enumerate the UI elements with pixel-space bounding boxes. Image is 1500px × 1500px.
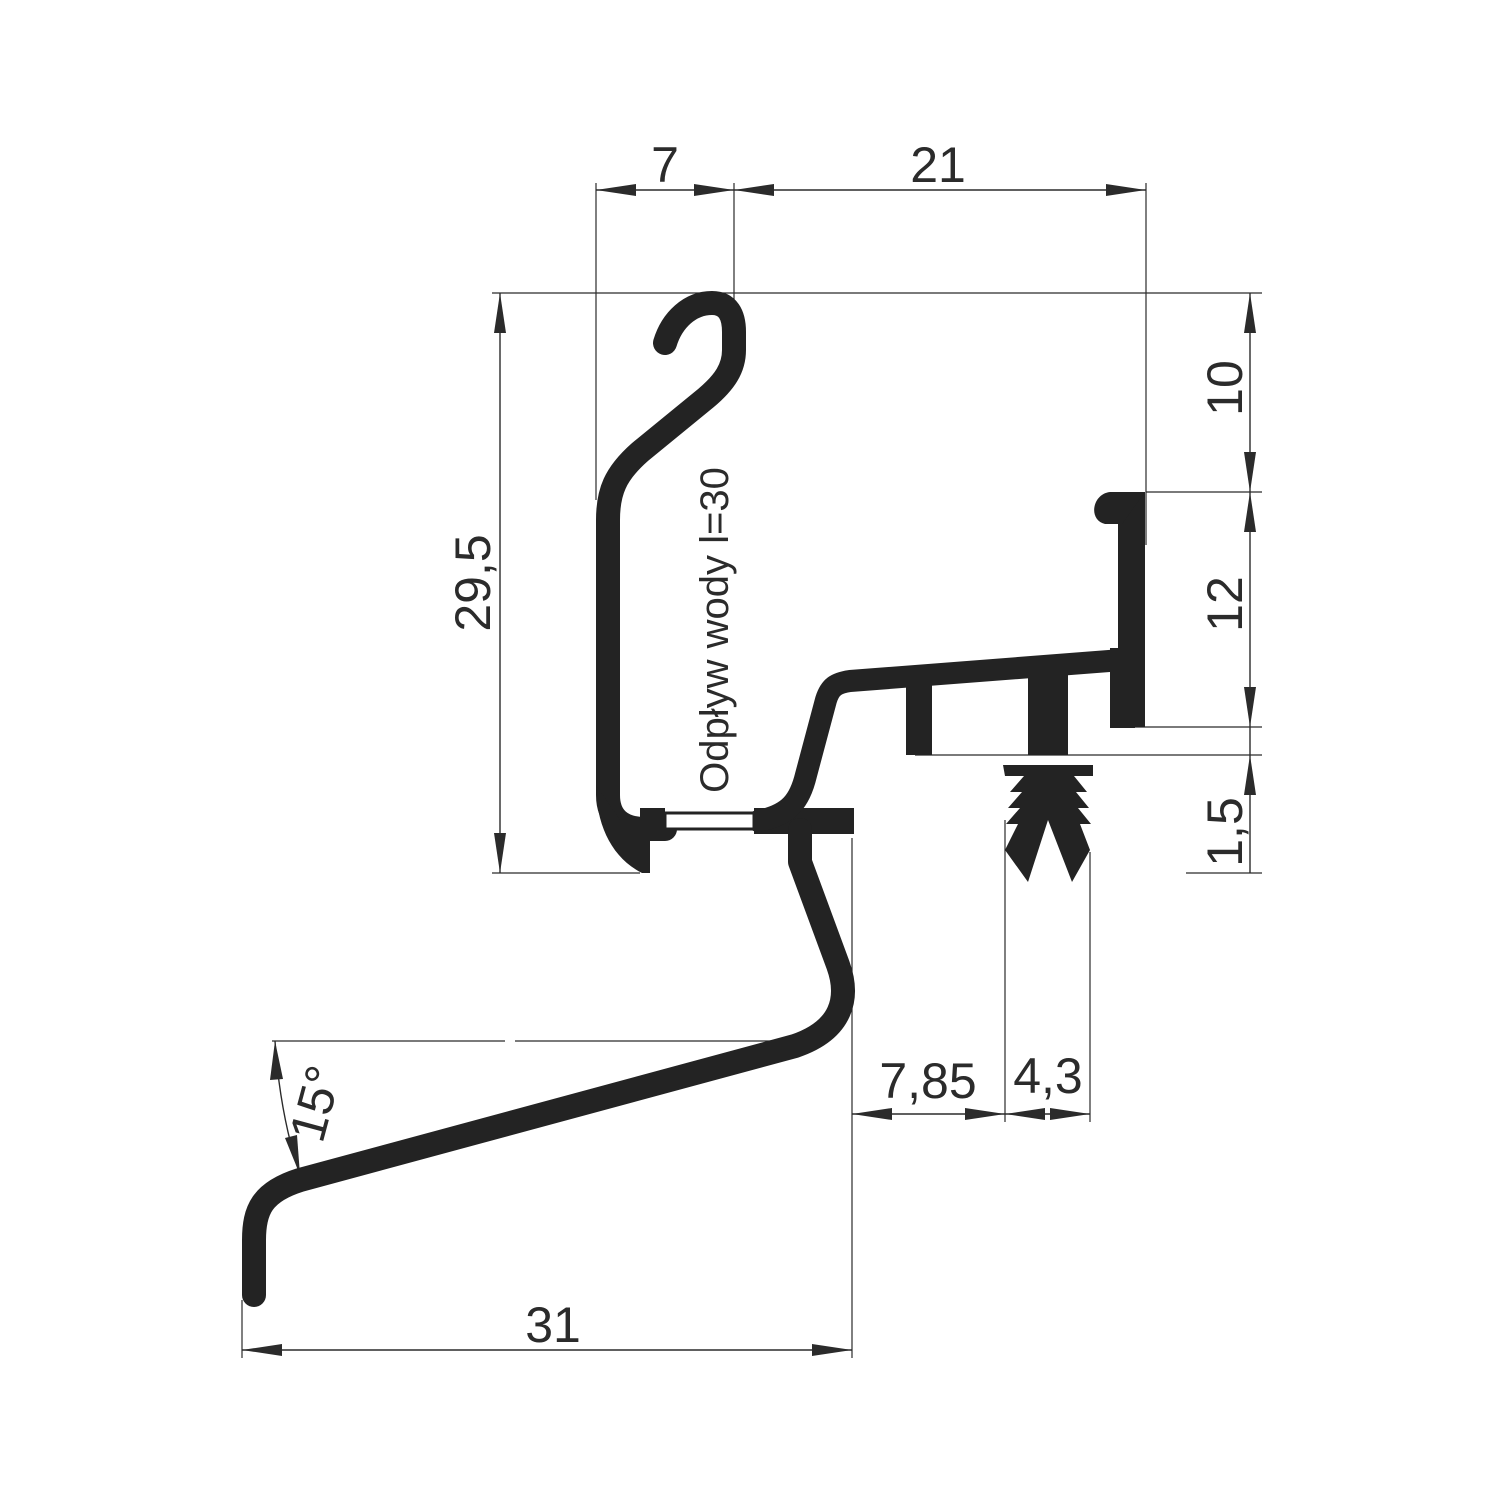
dim-right-bottom-height: 1,5 (1197, 797, 1253, 867)
dim-seal-offset: 7,85 (879, 1053, 976, 1109)
dim-top-right-width: 21 (910, 137, 966, 193)
dim-top-left-width: 7 (651, 137, 679, 193)
dimension-labels: 7 21 29,5 10 12 1,5 15° 7,85 4,3 31 (279, 137, 1253, 1353)
extension-lines (241, 183, 1262, 1358)
dim-bottom-width: 31 (525, 1297, 581, 1353)
water-drainage-note: Odpływ wody l=30 (693, 467, 737, 793)
dim-right-top-height: 10 (1197, 360, 1253, 416)
dim-right-mid-height: 12 (1197, 576, 1253, 632)
aluminium-profile (242, 291, 1145, 1307)
dim-overall-height: 29,5 (445, 534, 501, 631)
dimension-lines (242, 189, 1251, 1351)
dim-seal-width: 4,3 (1013, 1048, 1083, 1104)
dim-sill-angle: 15° (279, 1060, 353, 1148)
dimension-arrows (242, 184, 1256, 1356)
